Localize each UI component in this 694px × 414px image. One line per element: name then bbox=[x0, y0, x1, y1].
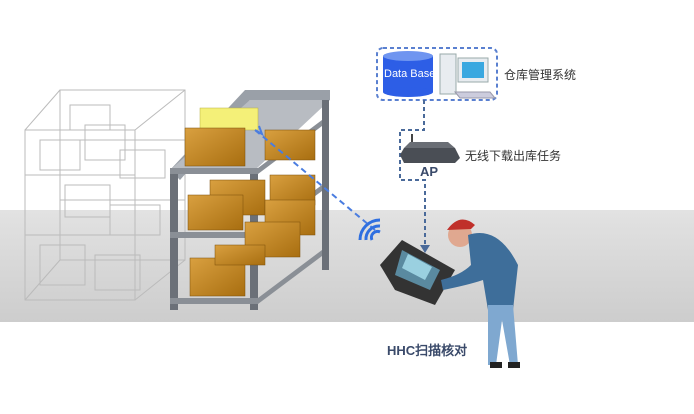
computer-icon bbox=[439, 53, 497, 99]
handheld-scanner-icon bbox=[380, 240, 455, 305]
database-icon bbox=[383, 51, 433, 97]
arrow-down bbox=[420, 245, 430, 253]
hhc-scan-label: HHC扫描核对 bbox=[387, 343, 468, 358]
wireless-link bbox=[254, 125, 376, 231]
wireless-task-label: 无线下载出库任务 bbox=[465, 149, 562, 163]
wms-label: 仓库管理系统 bbox=[504, 68, 577, 82]
worker-figure bbox=[441, 219, 520, 368]
boxes bbox=[184, 107, 316, 297]
router-icon bbox=[400, 134, 460, 163]
floor bbox=[0, 210, 694, 322]
database-label: Data Base bbox=[384, 68, 436, 80]
ghost-shelves bbox=[24, 89, 186, 301]
ap-label: AP bbox=[420, 164, 439, 179]
wifi-icon bbox=[358, 218, 381, 241]
